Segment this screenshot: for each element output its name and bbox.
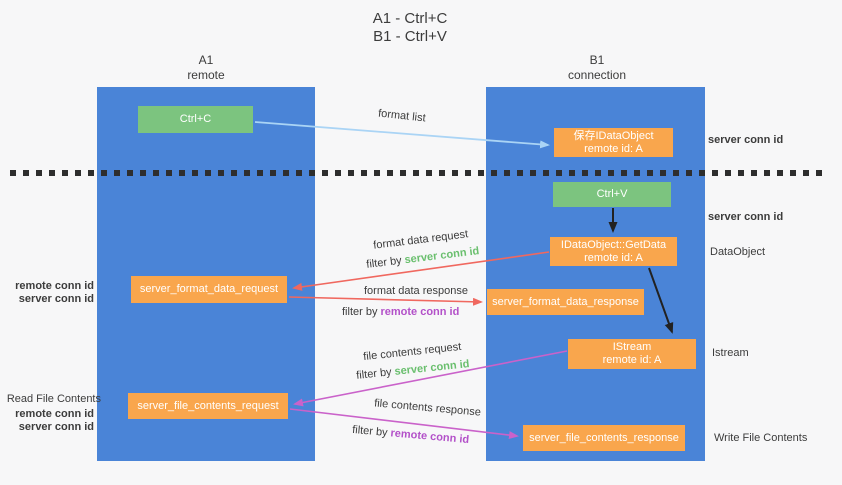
format-list-label: format list <box>377 107 427 125</box>
server-conn-id-text: server conn id <box>393 358 470 378</box>
left-column-header: A1 remote <box>146 53 266 83</box>
left-column-subtitle: remote <box>187 68 225 82</box>
ctrl-c-node: Ctrl+C <box>138 106 253 133</box>
server-conn-id-text: server conn id <box>403 245 480 267</box>
filter-by-text: filter by <box>351 423 389 439</box>
write-file-contents-label: Write File Contents <box>714 432 808 444</box>
right-column-header: B1 connection <box>537 53 657 83</box>
filter-by-text: filter by <box>342 306 378 318</box>
istream-side-label: Istream <box>712 347 749 359</box>
right-server-conn-id-label-2: server conn id <box>708 211 784 223</box>
save-dataobject-node: 保存IDataObject remote id: A <box>554 128 673 157</box>
save-dataobject-line2: remote id: A <box>584 142 643 155</box>
phase-divider-dotted-line <box>10 170 825 176</box>
server-format-data-request-label: server_format_data_request <box>139 283 279 295</box>
getdata-line1: IDataObject::GetData <box>560 238 667 251</box>
istream-line2: remote id: A <box>602 354 662 366</box>
ctrl-v-label: Ctrl+V <box>596 188 628 200</box>
left-server-conn-id-label-2: server conn id <box>18 421 94 433</box>
left-remote-conn-id-label-1: remote conn id <box>15 280 94 292</box>
istream-node: IStream remote id: A <box>568 339 696 369</box>
left-remote-conn-id-label-2: remote conn id <box>15 408 94 420</box>
title-line-1: A1 - Ctrl+C <box>372 10 448 27</box>
right-column-subtitle: connection <box>567 68 627 82</box>
server-format-data-response-label: server_format_data_response <box>492 295 639 308</box>
server-file-contents-request-label: server_file_contents_request <box>137 399 279 412</box>
dataobject-label: DataObject <box>710 246 766 258</box>
filter-by-text: filter by <box>365 254 403 271</box>
server-format-data-response-node: server_format_data_response <box>487 289 644 315</box>
read-file-contents-label: Read File Contents <box>6 393 101 405</box>
ctrl-v-node: Ctrl+V <box>553 182 671 207</box>
format-data-response-label: format data response <box>364 285 468 297</box>
server-format-data-request-node: server_format_data_request <box>131 276 287 303</box>
ctrl-c-label: Ctrl+C <box>179 113 212 125</box>
server-file-contents-request-node: server_file_contents_request <box>128 393 288 419</box>
filter-by-text: filter by <box>355 366 393 382</box>
remote-conn-id-text: remote conn id <box>390 427 470 447</box>
diagram-title: A1 - Ctrl+C B1 - Ctrl+V <box>310 10 510 46</box>
file-contents-response-label: file contents response <box>373 397 482 419</box>
server-file-contents-response-label: server_file_contents_response <box>529 431 679 444</box>
right-server-conn-id-label-1: server conn id <box>708 134 784 146</box>
server-file-contents-response-node: server_file_contents_response <box>523 425 685 451</box>
right-column-name: B1 <box>589 53 605 67</box>
title-line-2: B1 - Ctrl+V <box>373 28 447 45</box>
left-server-conn-id-label-1: server conn id <box>18 293 94 305</box>
istream-line1: IStream <box>612 341 652 353</box>
getdata-node: IDataObject::GetData remote id: A <box>550 237 677 266</box>
remote-conn-id-text: remote conn id <box>380 306 460 318</box>
format-data-response-arrow <box>288 296 483 306</box>
left-column-name: A1 <box>198 53 214 67</box>
getdata-line2: remote id: A <box>584 251 643 264</box>
save-dataobject-line1: 保存IDataObject <box>573 129 654 142</box>
